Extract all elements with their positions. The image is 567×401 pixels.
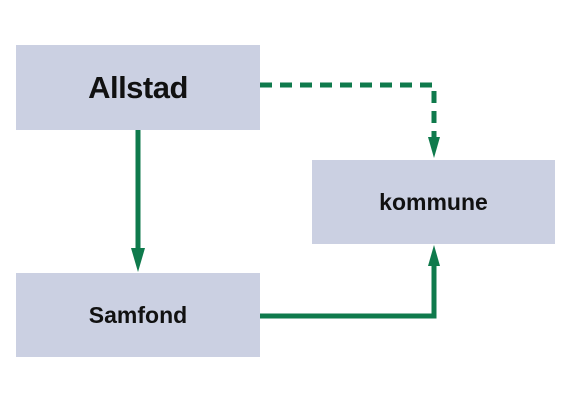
edge-allstad-kommune	[260, 82, 437, 140]
node-allstad: Allstad	[16, 45, 260, 130]
samfond-label: Samfond	[88, 301, 188, 328]
arrowhead-kommune-dashed	[428, 137, 440, 158]
edge-samfond-kommune	[260, 262, 437, 319]
node-kommune: kommune	[312, 160, 555, 244]
arrowhead-samfond	[131, 248, 145, 272]
node-samfond: Samfond	[16, 273, 260, 357]
kommune-label: kommune	[379, 188, 488, 215]
arrowhead-kommune-solid	[428, 245, 440, 266]
allstad-logo-text: Allstad	[88, 69, 188, 105]
